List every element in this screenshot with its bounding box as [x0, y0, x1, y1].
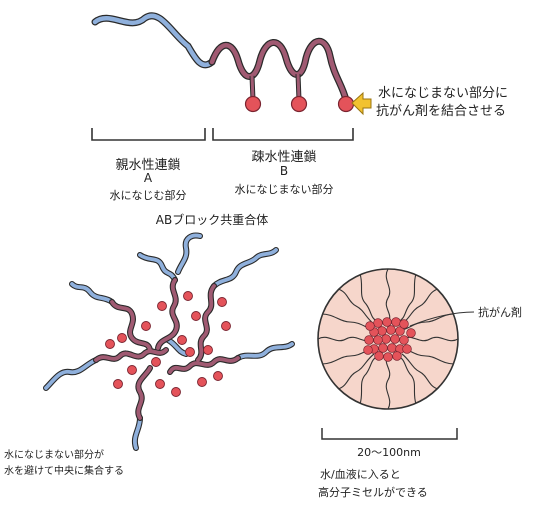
hydrophobic-desc: 水になじまない部分	[234, 183, 334, 196]
hydrophilic-letter: A	[143, 171, 153, 185]
size-bracket	[321, 428, 458, 440]
hydrophobic-name: 疎水性連鎖	[251, 150, 317, 165]
hydrophobic-letter: B	[279, 164, 289, 178]
polymer-micelle	[317, 268, 475, 410]
hydrophilic-desc: 水になじむ部分	[109, 189, 187, 202]
assembly-caption-line-2: 水を避けて中央に集合する	[4, 466, 124, 477]
micelle-caption-line-1: 水/血液に入ると	[320, 468, 401, 481]
micelle-drug-core	[363, 317, 416, 362]
block-copolymer	[91, 12, 355, 113]
hydrophilic-name: 親水性連鎖	[115, 158, 181, 173]
segment-brackets	[91, 128, 354, 141]
micelle-caption-line-2: 高分子ミセルができる	[318, 486, 428, 499]
hydrophilic-chain	[91, 12, 216, 69]
assembly-caption-line-1: 水になじまない部分が	[4, 450, 104, 461]
callout-arrow-icon	[351, 91, 372, 116]
drug-label: 抗がん剤	[478, 306, 522, 319]
size-label: 20〜100nm	[357, 446, 421, 459]
drug-dot	[337, 95, 355, 113]
callout-line-1: 水になじまない部分に	[378, 86, 509, 101]
assembly-illustration	[43, 232, 295, 451]
drug-leader-line	[409, 311, 475, 327]
scattered-drug-dots	[105, 291, 231, 397]
drug-dot	[244, 95, 262, 113]
callout-line-2: 抗がん剤を結合させる	[376, 104, 507, 119]
hydrophobic-chain	[208, 37, 350, 104]
copolymer-caption: ABブロック共重合体	[155, 213, 269, 227]
drug-dot	[290, 95, 308, 113]
